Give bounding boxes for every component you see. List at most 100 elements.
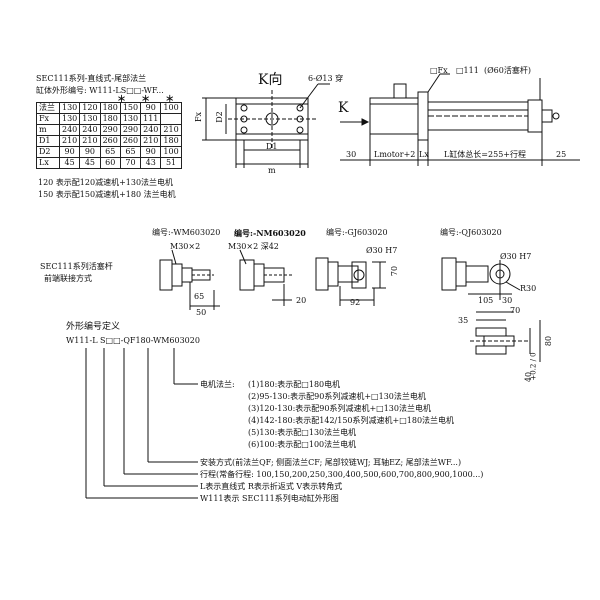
wm-thread-label: M30×2	[170, 242, 201, 251]
spec-cell: 180	[99, 113, 121, 125]
spec-cell: 130	[58, 113, 81, 125]
spec-cell: 65	[119, 146, 142, 158]
nm-code-label: 编号:-NM603020	[234, 228, 306, 238]
spec-row-label: 法兰	[36, 102, 60, 114]
nm-dim-20: 20	[296, 296, 307, 305]
spec-cell: 130	[119, 113, 142, 125]
qj-hole-label: Ø30 H7	[500, 252, 532, 261]
spec-row-label: m	[36, 124, 60, 136]
motor-flange-title: 电机法兰:	[200, 380, 235, 389]
motor-flange-item: (3)120-130:表示配90系列减速机+□130法兰电机	[248, 404, 431, 413]
spec-cell: 100	[160, 102, 182, 114]
k-view-holes-label: 6-Ø13 穿	[308, 74, 344, 83]
wm-dim-50: 50	[196, 308, 207, 317]
spec-row-label: D2	[36, 146, 60, 158]
gj-hole-label: Ø30 H7	[366, 246, 398, 255]
nm-thread-label: M30×2 深42	[228, 242, 279, 251]
gj-dim-70: 70	[390, 265, 400, 277]
spec-cell: 65	[99, 146, 121, 158]
qj-dim-70: 70	[510, 306, 521, 315]
spec-cell: 45	[58, 157, 81, 169]
d1-dim-label: D1	[266, 142, 278, 151]
spec-cell: 130	[58, 102, 81, 114]
code-definition-title: 外形编号定义	[66, 322, 121, 332]
spec-cell: 210	[79, 135, 101, 147]
spec-row-label: D1	[36, 135, 60, 147]
spec-cell: 240	[58, 124, 81, 136]
dim-lx-label: Lx	[419, 150, 429, 159]
spec-cell: 240	[79, 124, 101, 136]
k-view-drawing	[202, 83, 330, 168]
spec-row-label: Lx	[36, 157, 60, 169]
rod-end-section-subtitle: 前端联接方式	[44, 274, 92, 283]
spec-cell: 240	[140, 124, 162, 136]
motor-flange-item: (2)95-130:表示配90系列减速机+□130法兰电机	[248, 392, 426, 401]
dim-25-label: 25	[556, 150, 567, 159]
k-view-title: K向	[258, 72, 283, 88]
piston-rod-label: (Ø60活塞杆)	[484, 66, 531, 75]
gj-code-label: 编号:-GJ603020	[326, 228, 388, 237]
motor-flange-item: (6)100:表示配□100法兰电机	[248, 440, 357, 449]
wm-rod-end-drawing	[159, 249, 220, 310]
stroke-definition: 行程(常备行程: 100,150,200,250,300,400,500,600…	[200, 470, 484, 479]
fx-dim-label: Fx	[194, 111, 204, 123]
wm-code-label: 编号:-WM603020	[152, 228, 221, 237]
spec-cell: 260	[99, 135, 121, 147]
spec-cell: 260	[119, 135, 142, 147]
spec-cell: 45	[79, 157, 101, 169]
spec-cell: 180	[160, 135, 182, 147]
qj-dim-105: 105	[478, 296, 494, 305]
spec-cell	[160, 113, 182, 125]
spec-cell: 90	[140, 102, 162, 114]
spec-cell: 210	[160, 124, 182, 136]
spec-cell: 60	[99, 157, 121, 169]
spec-cell: 130	[79, 113, 101, 125]
spec-cell: 90	[58, 146, 81, 158]
spec-cell: 90	[140, 146, 162, 158]
spec-cell: 43	[140, 157, 162, 169]
spec-cell: 180	[99, 102, 121, 114]
motor-flange-item: (5)130:表示配□130法兰电机	[248, 428, 357, 437]
spec-cell: 290	[99, 124, 121, 136]
qj-dim-30: 30	[502, 296, 513, 305]
k-arrow-label: K	[338, 100, 349, 116]
m-dim-label: m	[268, 166, 276, 175]
gj-dim-92: 92	[350, 298, 361, 307]
qj-dim-r30: R30	[520, 284, 537, 293]
flange-111-label: □111	[456, 66, 479, 75]
qj-tolerance: +0.2 / 0	[529, 352, 538, 381]
gj-rod-end-drawing	[315, 257, 386, 306]
note-150: 150 表示配150减速机+180 法兰电机	[38, 190, 176, 199]
spec-row-label: Fx	[36, 113, 60, 125]
series-title: SEC111系列-直线式-尾部法兰	[36, 74, 147, 83]
spec-cell: 120	[79, 102, 101, 114]
wm-dim-65: 65	[194, 292, 205, 301]
model-definition: W111表示 SEC111系列电动缸外形图	[200, 494, 339, 503]
side-view-drawing	[340, 73, 580, 166]
qj-code-label: 编号:-QJ603020	[440, 228, 502, 237]
qj-rod-end-drawing	[441, 257, 541, 362]
dim-30-label: 30	[346, 150, 357, 159]
fx-flange-label: □Fx	[430, 66, 448, 75]
motor-flange-item: (1)180:表示配□180电机	[248, 380, 341, 389]
spec-cell: 51	[160, 157, 182, 169]
qj-dim-80: 80	[544, 335, 554, 347]
spec-cell: 100	[160, 146, 182, 158]
spec-cell: 150	[119, 102, 142, 114]
spec-cell: 90	[79, 146, 101, 158]
rod-end-section-title: SEC111系列活塞杆	[40, 262, 113, 271]
spec-cell: 70	[119, 157, 142, 169]
spec-cell: 210	[140, 135, 162, 147]
spec-cell: 111	[140, 113, 162, 125]
spec-cell: 210	[58, 135, 81, 147]
model-code-stars: ＊ ＊ ＊	[117, 95, 181, 105]
dim-lmotor-label: Lmotor+2	[374, 150, 416, 159]
spec-cell: 290	[119, 124, 142, 136]
